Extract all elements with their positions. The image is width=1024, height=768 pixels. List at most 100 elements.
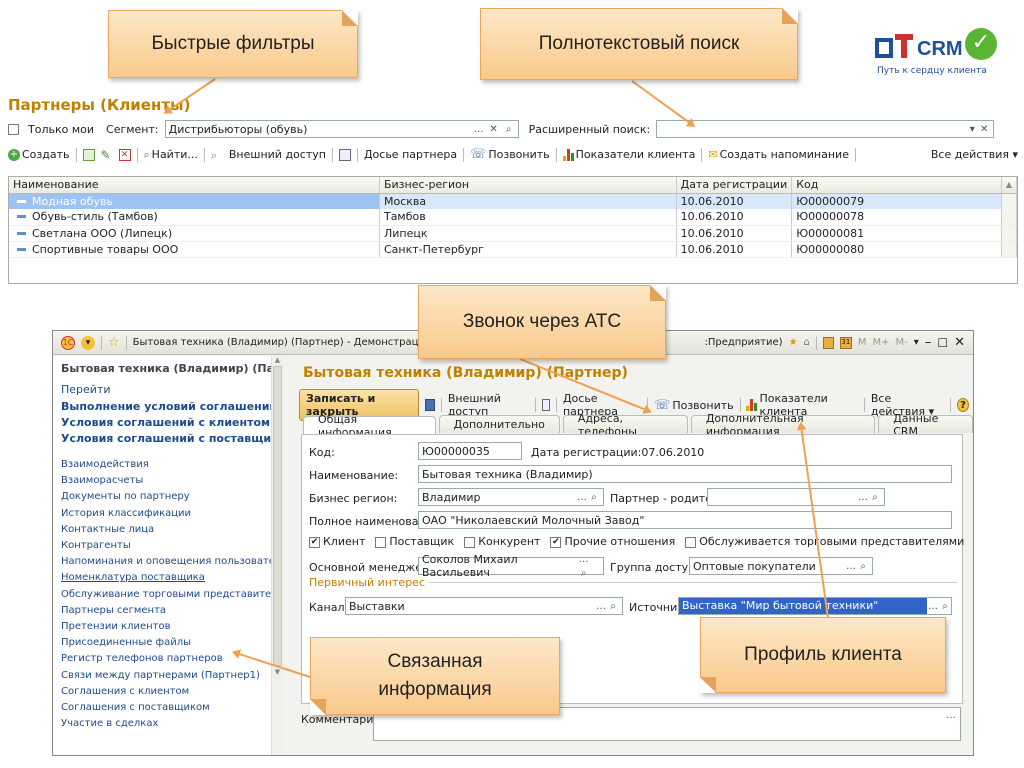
all-actions-button[interactable]: Все действия ▾ — [870, 392, 935, 418]
tab[interactable]: Адреса, телефоны — [562, 412, 688, 438]
create-button[interactable]: +Создать — [8, 148, 70, 161]
close-icon[interactable]: ✕ — [954, 335, 965, 350]
select-button[interactable]: … — [596, 600, 606, 612]
column-header[interactable]: Бизнес-регион — [379, 177, 677, 194]
select-button[interactable]: … — [858, 491, 868, 503]
nav-item[interactable]: Взаиморасчеты — [61, 475, 144, 487]
tab[interactable]: Данные CRM — [878, 412, 973, 438]
nav-item[interactable]: Партнеры сегмента — [61, 604, 167, 616]
select-button[interactable]: … — [928, 600, 938, 612]
memory-m-button[interactable]: M — [857, 337, 867, 348]
memory-plus-button[interactable]: M+ — [872, 337, 890, 348]
nav-bold-item[interactable]: Условия соглашений с клиентом — [61, 416, 271, 429]
supplier-checkbox[interactable]: Поставщик — [375, 535, 454, 548]
select-button[interactable]: … — [473, 123, 484, 135]
app-logo-icon[interactable]: 1C — [61, 335, 75, 350]
copy-icon[interactable] — [82, 148, 95, 161]
select-button[interactable]: … — [577, 491, 587, 503]
channel-field[interactable]: Выставки…⌕ — [345, 597, 623, 615]
only-mine-checkbox[interactable] — [8, 123, 19, 135]
nav-item[interactable]: Документы по партнеру — [61, 491, 190, 503]
fulltext-search-input[interactable]: ▾✕ — [656, 120, 995, 138]
cancel-search-icon[interactable]: ⌕ — [210, 148, 218, 162]
call-button[interactable]: ☏Позвонить — [470, 147, 550, 162]
other-checkbox[interactable]: ✔Прочие отношения — [550, 535, 675, 548]
scroll-up-icon[interactable]: ▲ — [1001, 177, 1018, 194]
nav-scrollbar[interactable]: ▲ ▼ — [271, 356, 283, 755]
nav-item[interactable]: История классификации — [61, 507, 192, 519]
call-button[interactable]: ☏Позвонить — [654, 398, 734, 413]
group-field[interactable]: Оптовые покупатели…⌕ — [689, 557, 873, 575]
select-button[interactable]: … — [946, 709, 956, 721]
nav-bold-item[interactable]: Выполнение условий соглашений — [61, 400, 278, 413]
search-icon[interactable]: ⌕ — [942, 600, 948, 612]
favorite-star-icon[interactable]: ☆ — [108, 335, 120, 350]
table-row[interactable]: Спортивные товары ООО Санкт-Петербург 10… — [9, 241, 1018, 258]
nav-bold-item[interactable]: Условия соглашений с поставщик... — [61, 432, 283, 445]
edit-icon[interactable]: ✎ — [100, 147, 111, 162]
external-access-button[interactable]: Внешний доступ — [228, 148, 326, 161]
search-icon[interactable]: ⌕ — [872, 491, 878, 503]
table-row[interactable]: Светлана ООО (Липецк) Липецк 10.06.2010 … — [9, 225, 1018, 242]
scroll-down-icon[interactable]: ▼ — [274, 668, 281, 676]
chevron-down-icon[interactable]: ▾ — [969, 123, 975, 135]
save-icon[interactable] — [424, 399, 435, 411]
manager-field[interactable]: Соколов Михаил Васильевич…⌕ — [418, 553, 604, 579]
nav-item[interactable]: Контрагенты — [61, 540, 131, 552]
partner-dossier-button[interactable]: Досье партнера — [562, 392, 618, 418]
external-access-button[interactable]: Внешний доступ — [447, 392, 501, 418]
name-field[interactable]: Бытовая техника (Владимир) — [418, 465, 952, 483]
nav-item[interactable]: Соглашения с клиентом — [61, 685, 190, 697]
table-row[interactable]: Модная обувь Москва 10.06.2010 Ю00000079 — [9, 193, 1018, 209]
table-row[interactable]: Обувь-стиль (Тамбов) Тамбов 10.06.2010 Ю… — [9, 209, 1018, 226]
region-field[interactable]: Владимир…⌕ — [418, 488, 604, 506]
nav-item[interactable]: Претензии клиентов — [61, 621, 171, 633]
search-icon[interactable]: ⌕ — [610, 600, 616, 612]
nav-item[interactable]: Связи между партнерами (Партнер1) — [61, 669, 260, 681]
parent-field[interactable]: …⌕ — [707, 488, 885, 506]
nav-item[interactable]: Номенклатура поставщика — [61, 572, 205, 584]
maximize-icon[interactable]: ☐ — [937, 335, 949, 350]
create-reminder-button[interactable]: ✉Создать напоминание — [708, 148, 849, 161]
delete-icon[interactable]: ✕ — [118, 148, 131, 161]
memory-minus-button[interactable]: M- — [895, 337, 908, 348]
search-icon[interactable]: ⌕ — [580, 568, 587, 579]
nav-item[interactable]: Напоминания и оповещения пользовате... — [61, 556, 283, 568]
nav-item[interactable]: Взаимодействия — [61, 459, 149, 470]
column-header[interactable]: Наименование — [9, 177, 380, 194]
calendar-icon[interactable]: 31 — [839, 336, 852, 349]
column-header[interactable]: Дата регистрации — [676, 177, 793, 194]
client-metrics-button[interactable]: Показатели клиента — [746, 392, 858, 418]
favorites-icon[interactable]: ★ — [788, 337, 798, 348]
minimize-icon[interactable]: – — [924, 335, 932, 350]
code-field[interactable]: Ю00000035 — [418, 442, 522, 460]
nav-item[interactable]: Участие в сделках — [61, 718, 159, 730]
client-checkbox[interactable]: ✔Клиент — [309, 535, 365, 548]
select-button[interactable]: … — [578, 553, 589, 565]
tab[interactable]: Дополнительно — [438, 415, 560, 433]
nav-item[interactable]: Присоединенные файлы — [61, 637, 192, 649]
fullname-field[interactable]: ОАО "Николаевский Молочный Завод" — [418, 511, 952, 529]
help-icon[interactable]: ? — [956, 398, 970, 412]
clear-icon[interactable]: ✕ — [980, 123, 989, 135]
client-metrics-button[interactable]: Показатели клиента — [562, 148, 695, 161]
tab[interactable]: Дополнительная информация — [690, 412, 876, 438]
select-button[interactable]: … — [846, 560, 856, 572]
find-button[interactable]: ⌕Найти... — [144, 148, 198, 162]
chevron-down-icon[interactable]: ▾ — [913, 337, 919, 348]
nav-item[interactable]: Контактные лица — [61, 523, 155, 535]
all-actions-button[interactable]: Все действия ▾ — [930, 148, 1018, 161]
menu-arrow-icon[interactable]: ▾ — [81, 335, 95, 350]
search-icon[interactable]: ⌕ — [505, 123, 512, 135]
column-header[interactable]: Код — [791, 177, 1002, 194]
partner-dossier-button[interactable]: Досье партнера — [363, 148, 458, 161]
competitor-checkbox[interactable]: Конкурент — [464, 535, 540, 548]
served-checkbox[interactable]: Обслуживается торговыми представителями — [685, 535, 964, 548]
scroll-thumb[interactable] — [273, 366, 282, 666]
source-field[interactable]: Выставка "Мир бытовой техники"…⌕ — [678, 597, 952, 615]
nav-item[interactable]: Регистр телефонов партнеров — [61, 653, 223, 665]
scroll-up-icon[interactable]: ▲ — [274, 356, 281, 364]
search-icon[interactable]: ⌕ — [591, 491, 597, 503]
nav-item[interactable]: Соглашения с поставщиком — [61, 702, 210, 714]
tab[interactable]: Общая информация — [303, 413, 436, 439]
